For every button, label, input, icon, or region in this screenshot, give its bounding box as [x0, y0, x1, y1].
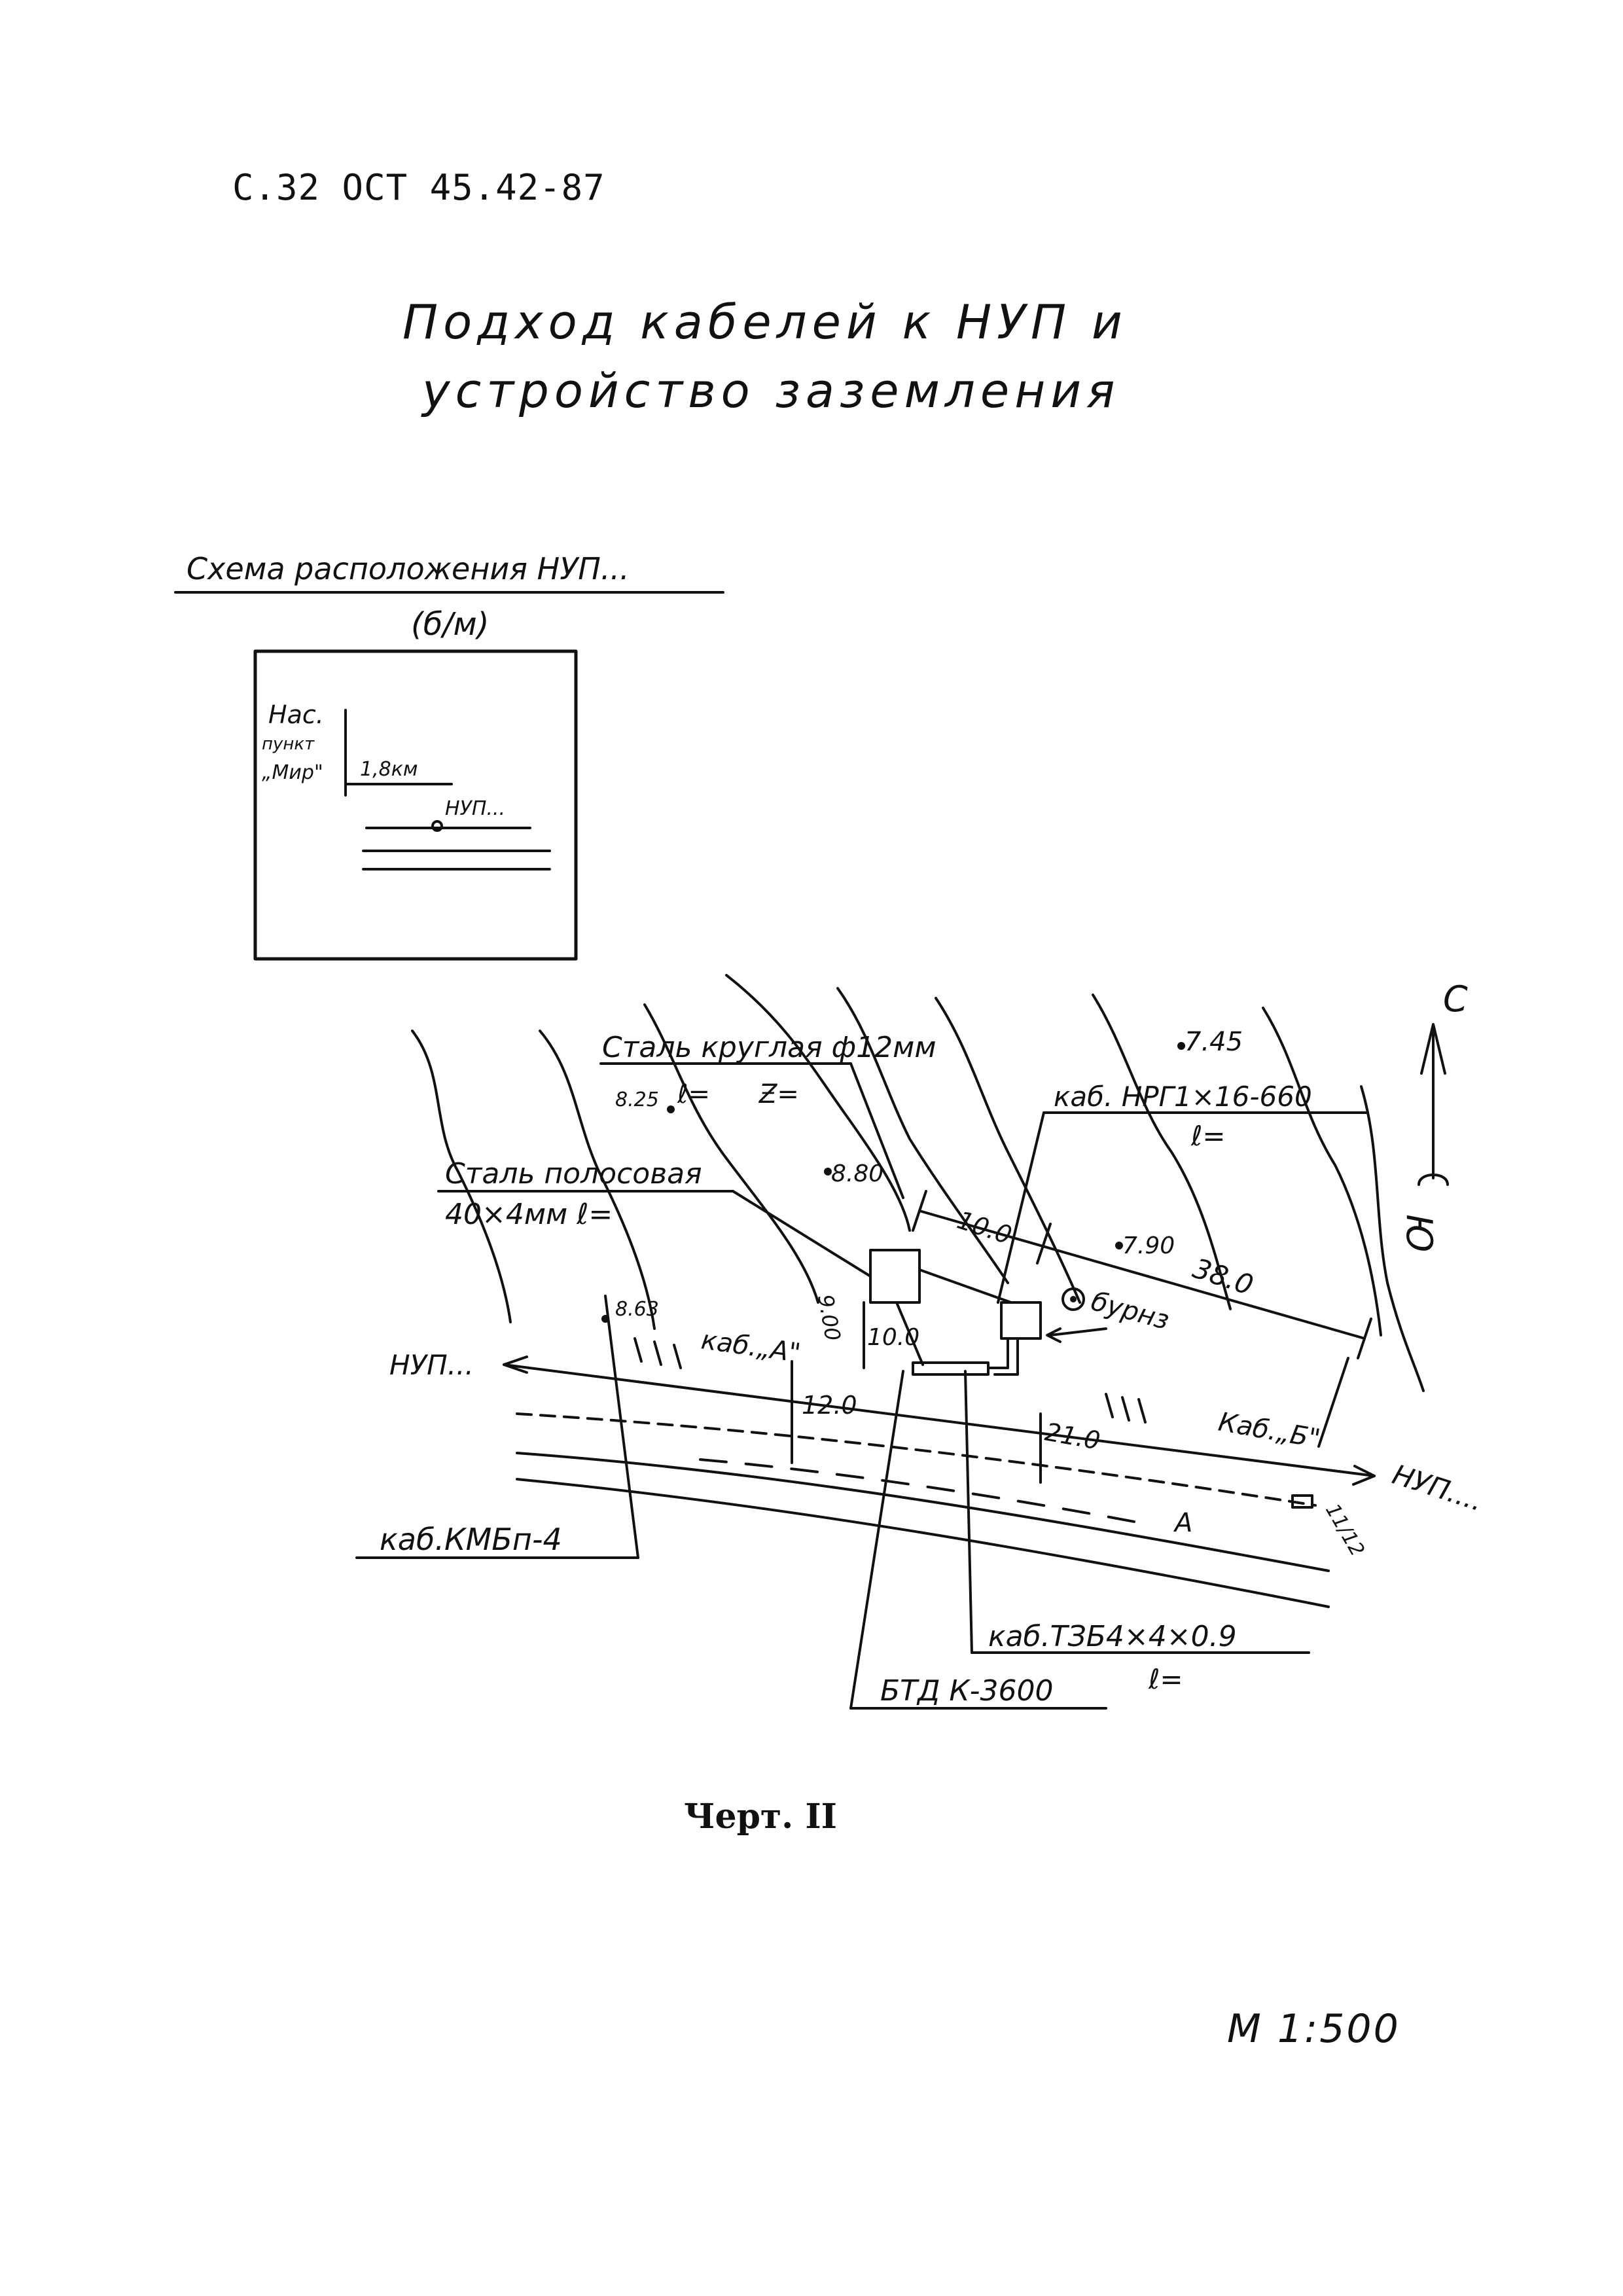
- borehole-center: [1070, 1296, 1077, 1302]
- label-nup-right: НУП....: [1389, 1458, 1487, 1518]
- inset-nup-marker: [431, 820, 443, 832]
- label-cable-tzb: каб.ТЗБ4×4×0.9: [988, 1620, 1237, 1653]
- nup-left-arrow: [503, 1355, 528, 1374]
- label-dim-10b: 10.0: [867, 1324, 919, 1351]
- btd-leader: [849, 1370, 904, 1710]
- label-steel-strip-size: 40×4мм ℓ=: [445, 1198, 613, 1231]
- contour-line: [1360, 1085, 1425, 1392]
- inset-nup: НУП...: [445, 797, 505, 820]
- label-mark-900: 9.00: [813, 1293, 846, 1343]
- steel-round-leader: [849, 1062, 904, 1199]
- label-mark-825: 8.25: [615, 1088, 659, 1111]
- inset-settlement-2: пункт: [262, 734, 315, 754]
- label-cable-km: каб.КМБп-4: [380, 1522, 562, 1557]
- ground-lead: [895, 1301, 924, 1366]
- hatch: [1121, 1396, 1130, 1422]
- label-cable-nrg: каб. НРГ1×16-660: [1054, 1081, 1312, 1113]
- label-road: А: [1173, 1508, 1192, 1538]
- grounding-link: [918, 1268, 1012, 1304]
- label-north: С: [1443, 978, 1468, 1020]
- north-arrow-tail: [1418, 1174, 1449, 1186]
- label-dim-21: 21.0: [1043, 1418, 1102, 1456]
- cable-nrg-leader: [997, 1111, 1045, 1304]
- hatch: [1137, 1398, 1147, 1424]
- contour-line: [1092, 994, 1232, 1310]
- dim-38-tick-left: [912, 1190, 927, 1232]
- borehole-symbol: [1061, 1287, 1085, 1311]
- spot-863: [601, 1315, 609, 1323]
- borehole-arrow: [1049, 1327, 1107, 1336]
- label-dim-38: 38.0: [1189, 1252, 1257, 1301]
- steel-strip-leader: [732, 1190, 872, 1278]
- borehole-arrowhead: [1046, 1327, 1061, 1343]
- label-mark-880: 8.80: [831, 1160, 883, 1187]
- cable-b-leader: [1317, 1357, 1349, 1448]
- contour-line: [725, 974, 911, 1232]
- road-edge-bottom: [516, 1478, 1330, 1608]
- contour-line: [935, 997, 1081, 1304]
- dim-38-tick-right: [1357, 1318, 1372, 1359]
- dim-38-tick-mid: [1036, 1223, 1052, 1265]
- label-nup-left: НУП...: [389, 1349, 474, 1381]
- spot-825: [667, 1105, 675, 1113]
- label-mark-863: 8.63: [615, 1298, 659, 1321]
- hatch: [673, 1344, 682, 1369]
- label-e1: ℓ=: [677, 1079, 710, 1109]
- road-centerline: [699, 1458, 1153, 1526]
- nup-right-arrow: [1352, 1465, 1376, 1486]
- contour-line: [411, 1030, 512, 1323]
- label-south: Ю: [1399, 1214, 1440, 1252]
- main-cable-route: [503, 1363, 1376, 1477]
- km-post: [1291, 1494, 1313, 1509]
- label-km: 11/12: [1321, 1500, 1369, 1560]
- inset-heading: Схема расположения НУП...: [187, 551, 630, 586]
- hatch: [633, 1337, 643, 1363]
- label-e2: ℓ=: [1190, 1120, 1226, 1152]
- cable-km-leader: [604, 1295, 639, 1559]
- label-e3: ℓ=: [1148, 1663, 1183, 1695]
- scale-label: М 1:500: [1227, 2006, 1400, 2052]
- label-cable-b: Каб.„Б": [1216, 1407, 1322, 1455]
- road-edge-top: [516, 1412, 1317, 1507]
- nup-box: [869, 1249, 921, 1304]
- label-btd: БТД К-3600: [880, 1674, 1054, 1708]
- inset-subheading: (б/м): [411, 606, 489, 643]
- cable-tzb-leader: [964, 1370, 973, 1654]
- label-mark-790: 7.90: [1122, 1232, 1175, 1259]
- contour-line: [1262, 1007, 1382, 1336]
- ground-strip: [912, 1361, 990, 1376]
- spot-790: [1115, 1242, 1123, 1249]
- inset-settlement-1: Нас.: [268, 700, 324, 729]
- label-z: Ƶ=: [758, 1079, 799, 1109]
- title-line-1: Подход кабелей к НУП и: [402, 295, 1128, 350]
- north-arrow-head: [1420, 1023, 1446, 1075]
- contour-line: [539, 1030, 656, 1330]
- contour-line: [643, 1003, 819, 1304]
- contour-line: [836, 987, 1009, 1284]
- dim-38-line: [918, 1210, 1366, 1340]
- label-steel-round: Сталь круглая ф12мм: [602, 1031, 936, 1064]
- label-dim-12: 12.0: [802, 1391, 857, 1420]
- label-dim-10a: 10.0: [954, 1206, 1015, 1250]
- spot-745: [1177, 1042, 1185, 1050]
- inset-frame: [253, 649, 578, 961]
- hatch: [653, 1340, 662, 1366]
- page-header: С.32 ОСТ 45.42-87: [232, 167, 605, 208]
- ground-cable-2: [993, 1337, 1019, 1376]
- label-cable-a: каб.„А": [700, 1325, 802, 1369]
- label-mark-745: 7.45: [1185, 1027, 1243, 1057]
- equipment-box: [1000, 1301, 1042, 1340]
- inset-settlement-3: „Мир": [262, 761, 323, 784]
- road-edge-mid: [516, 1452, 1330, 1572]
- inset-distance: 1,8км: [360, 758, 418, 781]
- ground-cable: [987, 1337, 1009, 1369]
- spot-880: [824, 1168, 832, 1175]
- figure-caption: Черт. II: [684, 1797, 837, 1837]
- label-steel-strip: Сталь полосовая: [445, 1157, 702, 1191]
- hatch: [1105, 1393, 1114, 1418]
- title-line-2: устройство заземления: [422, 363, 1120, 418]
